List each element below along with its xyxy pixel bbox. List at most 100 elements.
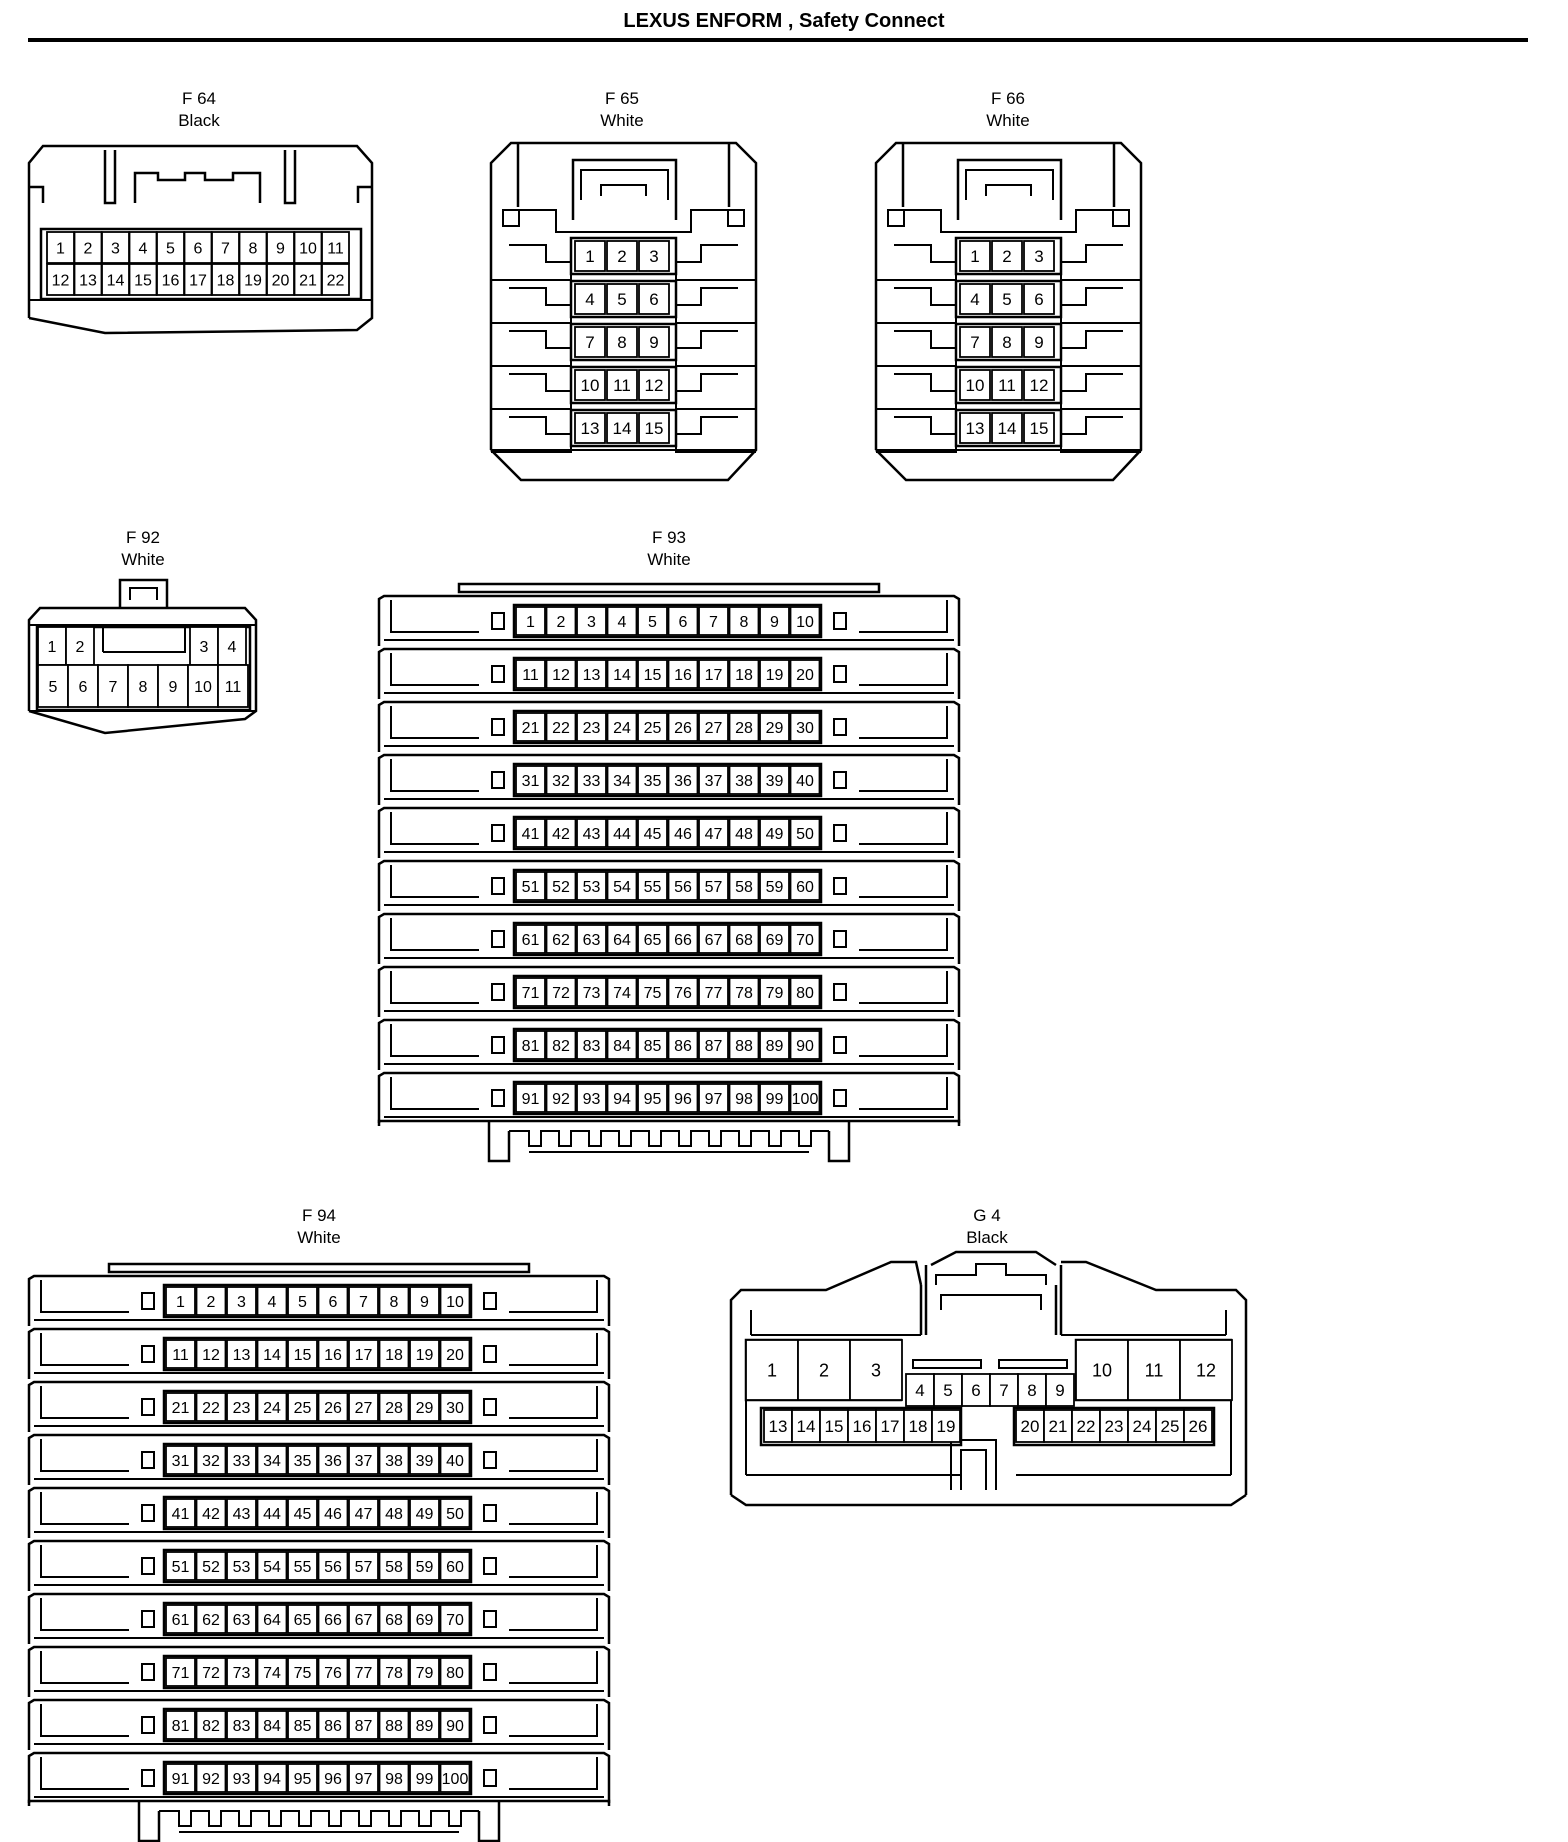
outline-shape bbox=[676, 287, 738, 306]
pin-cell bbox=[637, 977, 668, 1007]
connector-id: F 93 bbox=[651, 528, 687, 547]
pin-cell bbox=[256, 1339, 288, 1369]
pin-number: 14 bbox=[797, 1417, 816, 1436]
outline-shape bbox=[40, 1439, 129, 1472]
pin-number: 9 bbox=[1055, 1381, 1064, 1400]
outline-shape bbox=[569, 279, 678, 319]
pin-number: 72 bbox=[552, 985, 570, 1002]
pin-number: 4 bbox=[139, 240, 148, 257]
pin-cell bbox=[211, 263, 240, 296]
outline-shape bbox=[894, 287, 956, 306]
pin-cell bbox=[256, 1763, 288, 1793]
pin-number: 37 bbox=[705, 773, 723, 790]
pin-cell bbox=[409, 1551, 440, 1581]
pin-cell bbox=[819, 1409, 849, 1443]
pin-number: 15 bbox=[645, 419, 664, 438]
pin-number: 32 bbox=[202, 1453, 220, 1470]
outline-shape bbox=[483, 1769, 497, 1787]
outline-shape bbox=[1061, 1260, 1248, 1495]
pin-cell bbox=[989, 1373, 1019, 1407]
outline-shape bbox=[759, 1406, 963, 1447]
outline-shape bbox=[512, 1080, 823, 1116]
pin-number: 11 bbox=[613, 376, 631, 395]
pin-cell bbox=[317, 1657, 349, 1687]
pin-number: 5 bbox=[49, 679, 58, 696]
pin-number: 52 bbox=[552, 879, 570, 896]
pin-cell bbox=[847, 1409, 877, 1443]
pin-number: 93 bbox=[583, 1091, 601, 1108]
pin-cell bbox=[991, 240, 1023, 272]
pin-cell bbox=[195, 1286, 227, 1316]
pin-cell bbox=[1023, 412, 1055, 444]
outline-shape bbox=[833, 771, 847, 789]
pin-number: 58 bbox=[735, 879, 753, 896]
pin-number: 2 bbox=[617, 247, 626, 266]
pin-number: 97 bbox=[705, 1091, 723, 1108]
pin-cell bbox=[515, 977, 546, 1007]
outline-shape bbox=[876, 446, 957, 453]
pin-cell bbox=[1127, 1339, 1181, 1401]
pin-cell bbox=[165, 1445, 196, 1475]
outline-shape bbox=[827, 1121, 851, 1163]
pin-number: 86 bbox=[324, 1718, 342, 1735]
outline-shape bbox=[935, 1263, 1047, 1285]
pin-number: 15 bbox=[825, 1417, 844, 1436]
outline-shape bbox=[390, 1024, 479, 1057]
pin-number: 26 bbox=[324, 1400, 342, 1417]
outline-shape bbox=[833, 1036, 847, 1054]
pin-cell bbox=[1045, 1373, 1075, 1407]
outline-shape bbox=[27, 1433, 611, 1485]
pin-cell bbox=[728, 712, 760, 742]
pin-cell bbox=[638, 283, 670, 315]
outline-shape bbox=[162, 1601, 473, 1637]
outline-shape bbox=[569, 322, 678, 362]
pin-cell bbox=[545, 818, 577, 848]
pin-number: 11 bbox=[225, 679, 242, 696]
pin-number: 21 bbox=[522, 720, 540, 737]
pin-cell bbox=[195, 1604, 227, 1634]
outline-shape bbox=[27, 1592, 611, 1644]
outline-shape bbox=[377, 806, 961, 858]
page-title: LEXUS ENFORM , Safety Connect bbox=[623, 10, 945, 32]
pin-cell bbox=[637, 818, 668, 848]
outline-shape bbox=[491, 446, 572, 453]
pin-number: 61 bbox=[522, 932, 540, 949]
outline-shape bbox=[509, 1492, 598, 1525]
pin-cell bbox=[321, 263, 350, 296]
outline-shape bbox=[954, 322, 1063, 362]
pin-cell bbox=[576, 1030, 607, 1060]
pin-cell bbox=[378, 1498, 410, 1528]
outline-shape bbox=[833, 1089, 847, 1107]
pin-cell bbox=[256, 1498, 288, 1528]
pin-number: 91 bbox=[522, 1091, 540, 1108]
pin-number: 29 bbox=[766, 720, 784, 737]
outline-shape bbox=[483, 1557, 497, 1575]
pin-number: 98 bbox=[735, 1091, 753, 1108]
pin-cell bbox=[637, 712, 668, 742]
pin-number: 59 bbox=[766, 879, 784, 896]
pin-cell bbox=[439, 1498, 471, 1528]
pin-cell bbox=[439, 1710, 471, 1740]
outline-shape bbox=[483, 1716, 497, 1734]
outline-shape bbox=[107, 1262, 531, 1274]
pin-cell bbox=[576, 606, 607, 636]
outline-shape bbox=[40, 1545, 129, 1578]
outline-shape bbox=[390, 759, 479, 792]
pin-number: 78 bbox=[735, 985, 753, 1002]
pin-number: 94 bbox=[263, 1771, 281, 1788]
outline-shape bbox=[390, 971, 479, 1004]
outline-shape bbox=[833, 824, 847, 842]
pin-number: 83 bbox=[233, 1718, 251, 1735]
pin-cell bbox=[156, 263, 185, 296]
pin-cell bbox=[378, 1710, 410, 1740]
pin-number: 43 bbox=[583, 826, 601, 843]
pin-number: 42 bbox=[202, 1506, 220, 1523]
pin-cell bbox=[698, 1030, 729, 1060]
pin-number: 16 bbox=[853, 1417, 872, 1436]
pin-number: 3 bbox=[237, 1294, 246, 1311]
outline-shape bbox=[569, 365, 678, 405]
outline-shape bbox=[162, 1760, 473, 1796]
connector-id: F 64 bbox=[181, 89, 217, 108]
